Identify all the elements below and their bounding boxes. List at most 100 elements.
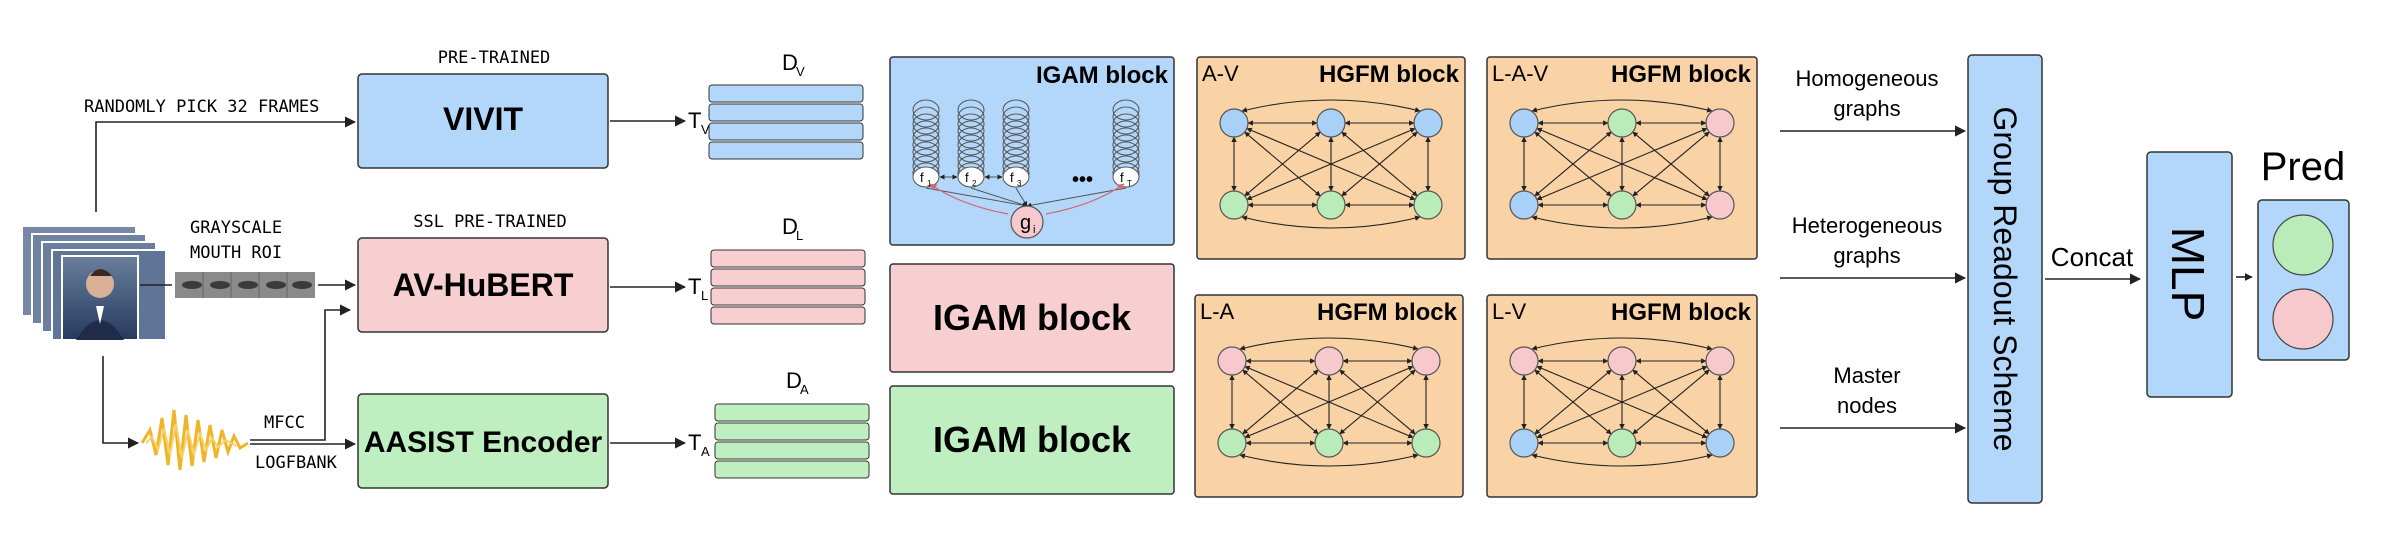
- hgfm-panel-a-v: A-V HGFM block: [1196, 56, 1466, 260]
- hgfm-node-green: [1607, 428, 1637, 458]
- group-readout-box: [1967, 54, 2043, 504]
- hgfm-panel-tag: L-A: [1200, 299, 1235, 324]
- frames-label: RANDOMLY PICK 32 FRAMES: [84, 97, 319, 117]
- pred-class-real: [2272, 214, 2334, 276]
- g-label: g: [1020, 212, 1031, 234]
- pred-class-fake: [2272, 288, 2334, 350]
- mlp-box: [2146, 151, 2233, 398]
- hgfm-node-green: [1217, 428, 1247, 458]
- hgfm-node-blue: [1509, 428, 1539, 458]
- svg-text:D: D: [782, 214, 798, 239]
- svg-text:f: f: [1120, 170, 1124, 185]
- group-readout-label: Group Readout Scheme: [1987, 106, 2023, 451]
- svg-text:f: f: [920, 170, 924, 185]
- input-video-frames: [21, 225, 167, 341]
- mfcc-label: MFCC: [264, 413, 305, 433]
- g-sub: i: [1033, 224, 1035, 236]
- igam-lip-block: [889, 263, 1175, 373]
- igam-audio-label: IGAM block: [933, 419, 1132, 460]
- igam-detail-title: IGAM block: [1036, 62, 1169, 89]
- hgfm-panel-title: HGFM block: [1611, 61, 1752, 88]
- svg-text:T: T: [1127, 179, 1132, 188]
- pred-label: Pred: [2261, 145, 2346, 189]
- mouth-roi-strip: [175, 272, 315, 298]
- lip-d-sub: L: [796, 228, 803, 243]
- concat-label: Concat: [2051, 242, 2134, 272]
- hgfm-node-green: [1314, 428, 1344, 458]
- logfbank-label: LOGFBANK: [255, 453, 338, 473]
- hgfm-node-green: [1413, 190, 1443, 220]
- hgfm-node-green: [1607, 190, 1637, 220]
- readout-input-homogeneous: Homogeneous graphs: [1780, 66, 1967, 137]
- hgfm-node-pink: [1705, 190, 1735, 220]
- hgfm-node-pink: [1509, 346, 1539, 376]
- svg-text:D: D: [782, 50, 798, 75]
- video-t-sub: V: [701, 122, 710, 137]
- igam-ellipsis: •••: [1072, 169, 1093, 191]
- hgfm-panel-title: HGFM block: [1317, 299, 1458, 326]
- svg-text:1: 1: [927, 179, 932, 188]
- lip-t-sub: L: [701, 288, 708, 303]
- audio-d-sub: A: [800, 382, 809, 397]
- svg-text:2: 2: [972, 179, 977, 188]
- avhubert-label: AV-HuBERT: [393, 267, 574, 303]
- hgfm-node-blue: [1509, 190, 1539, 220]
- hgfm-node-blue: [1509, 108, 1539, 138]
- hgfm-panel-tag: L-V: [1492, 299, 1527, 324]
- hgfm-panel-tag: L-A-V: [1492, 61, 1549, 86]
- hgfm-node-green: [1607, 108, 1637, 138]
- svg-text:f: f: [965, 170, 969, 185]
- igam-audio-block: [889, 385, 1175, 495]
- hgfm-node-green: [1316, 190, 1346, 220]
- hgfm-node-pink: [1411, 346, 1441, 376]
- audio-feature-stack: D A T A: [688, 368, 870, 479]
- svg-text:Heterogeneous: Heterogeneous: [1792, 213, 1942, 238]
- svg-text:Homogeneous: Homogeneous: [1795, 66, 1938, 91]
- svg-text:graphs: graphs: [1833, 243, 1900, 268]
- aasist-label: AASIST Encoder: [364, 426, 603, 459]
- vivit-label: VIVIT: [443, 101, 523, 137]
- roi-label-line1: GRAYSCALE: [190, 218, 282, 238]
- hgfm-node-pink: [1607, 346, 1637, 376]
- audio-waveform: [140, 409, 249, 471]
- svg-text:T: T: [688, 274, 701, 299]
- roi-label-line2: MOUTH ROI: [190, 243, 282, 263]
- hgfm-node-blue: [1413, 108, 1443, 138]
- svg-text:D: D: [786, 368, 802, 393]
- hgfm-node-pink: [1705, 108, 1735, 138]
- hgfm-panel-title: HGFM block: [1611, 299, 1752, 326]
- hgfm-panel-l-a: L-A HGFM block: [1194, 294, 1464, 498]
- hgfm-node-green: [1219, 190, 1249, 220]
- hgfm-node-blue: [1219, 108, 1249, 138]
- lip-feature-stack: D L T L: [688, 214, 866, 325]
- svg-text:nodes: nodes: [1837, 393, 1897, 418]
- hgfm-panel-l-a-v: L-A-V HGFM block: [1486, 56, 1758, 260]
- hgfm-node-pink: [1217, 346, 1247, 376]
- hgfm-node-blue: [1705, 428, 1735, 458]
- global-node-g: [1010, 205, 1044, 239]
- avhubert-box: [357, 237, 609, 333]
- video-feature-stack: D V T V: [688, 50, 864, 160]
- hgfm-node-blue: [1316, 108, 1346, 138]
- hgfm-panel-tag: A-V: [1202, 61, 1239, 86]
- aasist-box: [357, 393, 609, 489]
- svg-text:graphs: graphs: [1833, 96, 1900, 121]
- mlp-label: MLP: [2162, 227, 2214, 322]
- hgfm-node-pink: [1705, 346, 1735, 376]
- hgfm-node-green: [1411, 428, 1441, 458]
- svg-text:f: f: [1010, 170, 1014, 185]
- svg-text:Master: Master: [1833, 363, 1900, 388]
- avhubert-tag: SSL PRE-TRAINED: [413, 212, 567, 232]
- vivit-tag: PRE-TRAINED: [438, 48, 551, 68]
- hgfm-panel-title: HGFM block: [1319, 61, 1460, 88]
- hgfm-panel-l-v: L-V HGFM block: [1486, 294, 1758, 498]
- readout-input-master-nodes: Master nodes: [1780, 363, 1967, 434]
- igam-lip-label: IGAM block: [933, 297, 1132, 338]
